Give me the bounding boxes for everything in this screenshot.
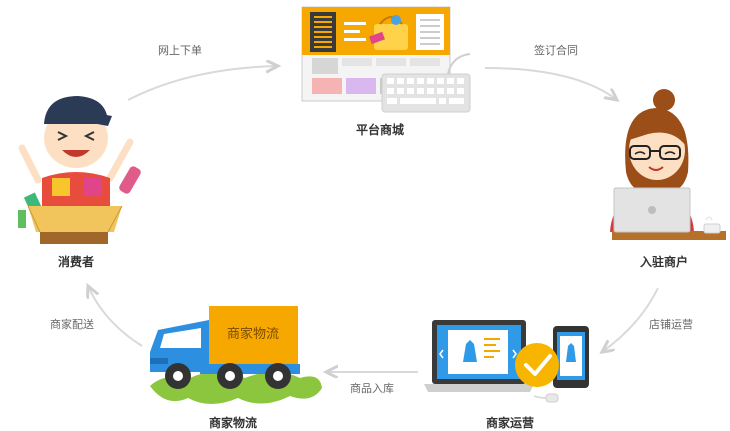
- edge-merchant-to-operation-label: 店铺运营: [649, 318, 693, 331]
- edge-logistics-to-consumer-label: 商家配送: [50, 318, 94, 331]
- arrow-consumer-to-platform: [127, 66, 278, 101]
- arrow-logistics-to-consumer: [88, 286, 143, 347]
- arrow-merchant-to-operation: [602, 287, 659, 352]
- merchant-illustration: [610, 89, 726, 240]
- edge-operation-to-logistics-label: 商品入库: [350, 382, 394, 395]
- edge-platform-to-merchant-label: 签订合同: [534, 44, 578, 57]
- edge-consumer-to-platform-label: 网上下单: [158, 44, 202, 57]
- arrow-platform-to-merchant: [484, 67, 617, 100]
- consumer-illustration: [18, 96, 141, 244]
- node-merchant-label: 入驻商户: [640, 255, 689, 269]
- logistics-illustration: 商家物流: [150, 306, 322, 404]
- node-consumer-label: 消费者: [58, 255, 95, 269]
- truck-sign: 商家物流: [227, 326, 279, 342]
- node-platform-label: 平台商城: [356, 123, 405, 137]
- operation-illustration: [424, 320, 589, 403]
- node-logistics-label: 商家物流: [209, 416, 258, 430]
- platform-illustration: [301, 6, 471, 113]
- node-operation-label: 商家运营: [486, 416, 535, 430]
